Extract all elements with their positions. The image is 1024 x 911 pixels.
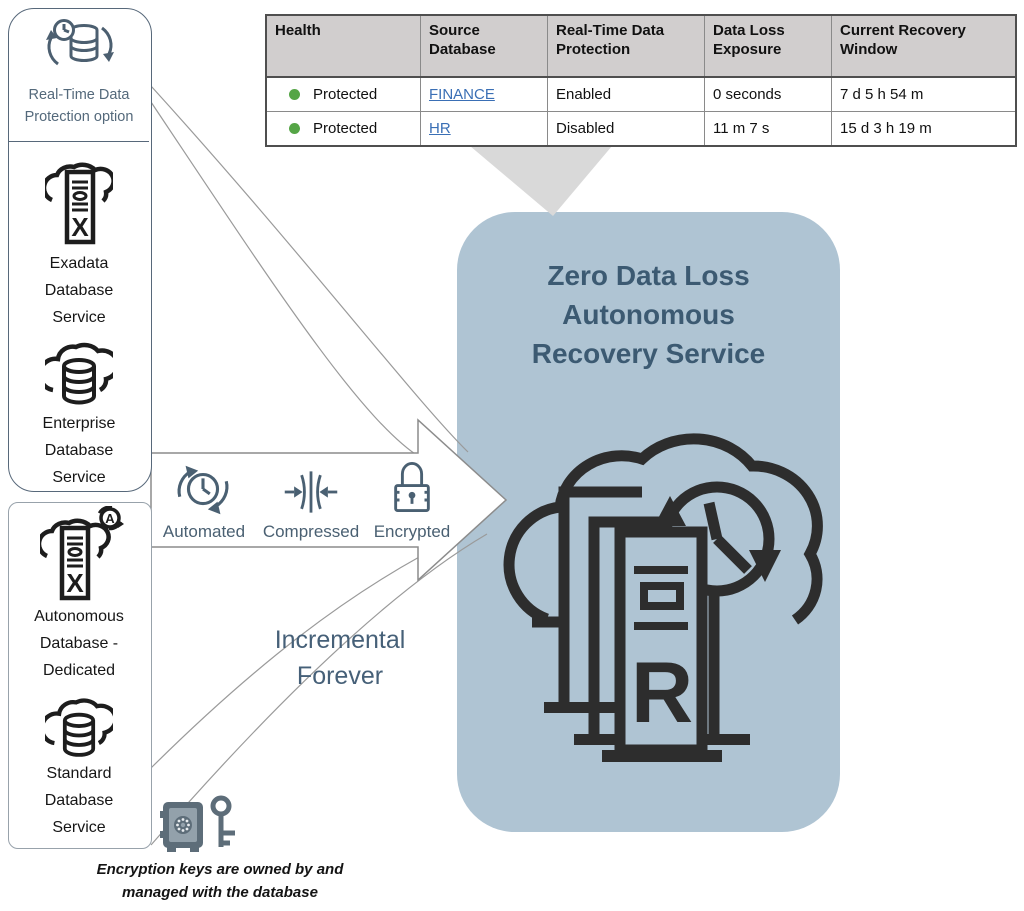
realtime-protection-cell: Disabled: [548, 112, 705, 145]
exadata-service-label: Exadata Database Service: [44, 255, 114, 326]
health-status: Protected: [313, 86, 378, 103]
col-header-source-database: Source Database: [421, 16, 548, 76]
automated-clock-sync-icon: [177, 465, 229, 515]
source-db-link-finance[interactable]: FINANCE: [429, 86, 495, 103]
health-cell: Protected: [267, 112, 421, 145]
onprem-sources-box: [8, 502, 152, 849]
table-callout-triangle: [470, 146, 612, 216]
key-icon: [210, 795, 235, 847]
recovery-r-glyph: R: [631, 645, 693, 741]
health-dot: [289, 89, 300, 100]
autonomous-a-badge: A: [105, 511, 115, 526]
recovery-cloud-sync-icon: R: [503, 433, 823, 762]
compressed-label: Compressed: [262, 522, 360, 541]
pipeline-arrow: [150, 418, 508, 582]
encryption-footnote: Encryption keys are owned by and managed…: [96, 861, 344, 901]
autonomous-service-label: Autonomous Database - Dedicated: [34, 608, 124, 679]
funnel-curve-bottom-outer: [150, 533, 488, 846]
funnel-curve-bottom-inner: [150, 555, 422, 769]
realtime-section-divider: [9, 141, 149, 142]
health-dot: [289, 123, 300, 134]
autonomous-cloud-server-icon: X A: [40, 506, 124, 601]
col-header-health: Health: [267, 16, 421, 76]
recovery-window-cell: 15 d 3 h 19 m: [840, 120, 932, 137]
table-row: Protected HR Disabled 11 m 7 s 15 d 3 h …: [267, 112, 1015, 145]
protection-status-table: Health Source Database Real-Time Data Pr…: [265, 14, 1017, 147]
enterprise-service-label: Enterprise Database Service: [42, 415, 116, 486]
health-cell: Protected: [267, 78, 421, 111]
autonomous-x-glyph: X: [66, 568, 84, 598]
col-header-data-loss-exposure: Data Loss Exposure: [705, 16, 832, 76]
vault-safe-icon: [160, 802, 203, 852]
data-loss-exposure-cell: 0 seconds: [705, 78, 832, 111]
source-db-link-hr[interactable]: HR: [429, 120, 451, 137]
encrypted-label: Encrypted: [373, 522, 451, 541]
automated-label: Automated: [162, 522, 246, 541]
exadata-cloud-server-icon: X: [45, 162, 113, 245]
compressed-icon: [284, 471, 338, 513]
data-loss-exposure-cell: 11 m 7 s: [705, 112, 832, 145]
table-row: Protected FINANCE Enabled 0 seconds 7 d …: [267, 78, 1015, 112]
recovery-window-cell: 7 d 5 h 54 m: [840, 86, 924, 103]
standard-cloud-database-icon: [45, 698, 113, 757]
col-header-realtime-protection: Real-Time Data Protection: [548, 16, 705, 76]
encrypted-padlock-icon: [394, 462, 430, 513]
source-database-cell: HR: [421, 112, 548, 145]
source-database-cell: FINANCE: [421, 78, 548, 111]
standard-service-label: Standard Database Service: [44, 765, 114, 836]
recovery-service-title: Zero Data Loss Autonomous Recovery Servi…: [531, 260, 766, 369]
health-status: Protected: [313, 120, 378, 137]
col-header-recovery-window: Current Recovery Window: [840, 22, 966, 58]
funnel-curve-top-inner: [150, 101, 422, 459]
recovery-service-box: Zero Data Loss Autonomous Recovery Servi…: [457, 212, 840, 832]
realtime-protection-cell: Enabled: [548, 78, 705, 111]
enterprise-cloud-database-icon: [45, 342, 113, 405]
table-header-row: Health Source Database Real-Time Data Pr…: [267, 16, 1015, 78]
funnel-curve-top-outer: [150, 85, 469, 453]
incremental-forever-label: Incremental Forever: [274, 626, 406, 690]
exadata-x-glyph: X: [71, 212, 89, 242]
realtime-option-label: Real-Time Data Protection option: [24, 87, 134, 125]
realtime-sync-database-icon: [46, 19, 114, 66]
cloud-sources-box: [8, 8, 152, 492]
